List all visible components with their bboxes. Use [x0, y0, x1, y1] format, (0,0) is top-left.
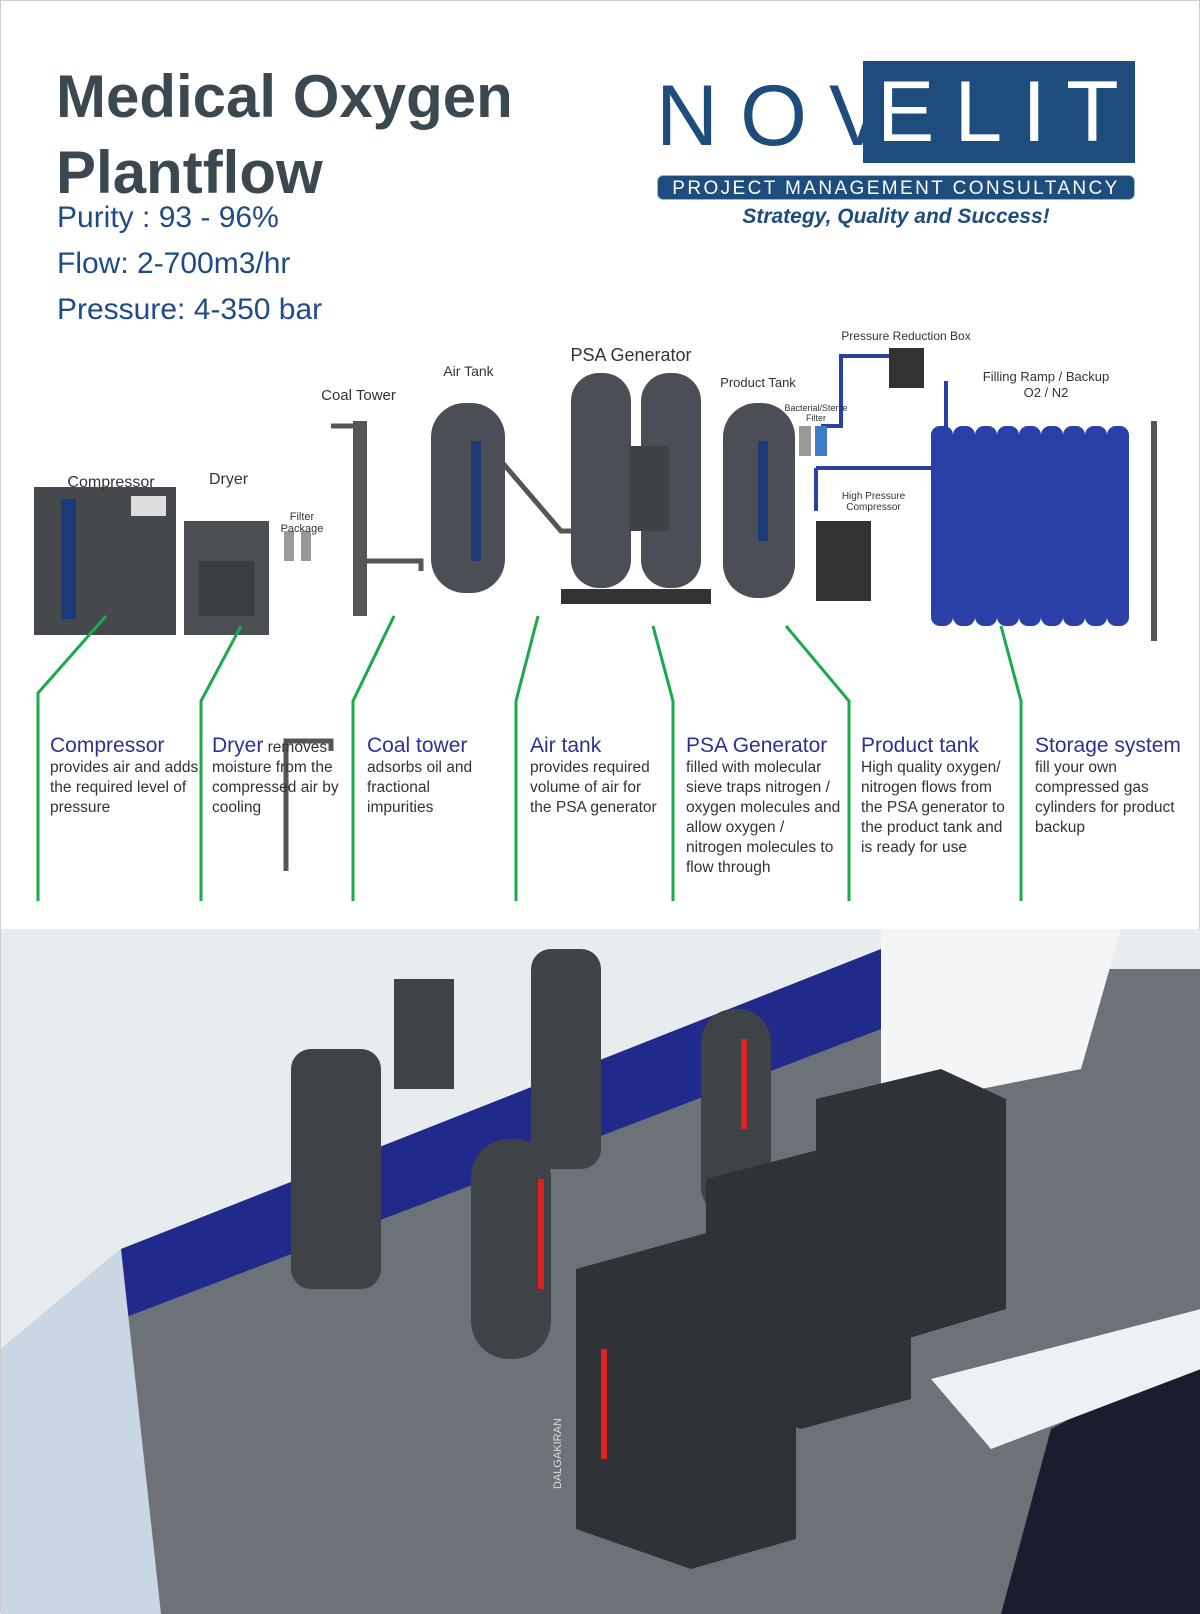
step-text: provides required volume of air for the … — [530, 759, 657, 816]
label-bacterial-filter: Bacterial/Sterile Filter — [784, 403, 848, 423]
step-title: Coal tower — [367, 734, 468, 757]
label-psa-generator: PSA Generator — [570, 345, 692, 365]
label-coal-tower: Coal Tower — [321, 387, 396, 404]
gas-cylinders — [931, 421, 1157, 641]
step-title: Product tank — [861, 734, 979, 757]
pipe — [814, 466, 931, 511]
connector-line — [199, 625, 243, 901]
psa-generator-unit — [561, 373, 711, 604]
step-text: fill your own compressed gas cylinders f… — [1035, 759, 1175, 836]
connector-line — [514, 615, 540, 901]
step-title: Compressor — [50, 734, 165, 757]
pipe — [821, 354, 891, 428]
step-title: Dryer — [212, 734, 264, 757]
connector-line — [351, 615, 396, 901]
render-brand: DALGAKIRAN — [552, 1418, 564, 1489]
connector-line — [36, 615, 108, 901]
step-text: filled with molecular sieve traps nitrog… — [686, 759, 841, 876]
spec-pressure: Pressure: 4-350 bar — [57, 293, 323, 326]
label-air-tank: Air Tank — [443, 363, 494, 379]
step-title: Air tank — [530, 734, 602, 757]
plant-diagram — [34, 348, 1157, 901]
step-title: PSA Generator — [686, 734, 828, 757]
compressor-unit — [34, 487, 176, 635]
connector-line — [651, 625, 675, 901]
connector-line — [784, 625, 851, 901]
step-text: provides air and adds the required level… — [50, 759, 199, 816]
filter-package — [284, 531, 311, 561]
high-pressure-compressor — [816, 521, 871, 601]
air-tank-unit — [431, 403, 505, 593]
label-compressor: Compressor — [67, 474, 155, 491]
coal-tower-unit — [353, 421, 367, 616]
step-text: High quality oxygen/ nitrogen flows from… — [861, 759, 1005, 856]
label-dryer: Dryer — [208, 471, 249, 488]
label-filter-package: Filter Package — [280, 511, 324, 535]
logo-tagline: Strategy, Quality and Success! — [742, 205, 1050, 228]
spec-flow: Flow: 2-700m3/hr — [57, 247, 291, 280]
step-dryer: Dryer removes moisture from the compress… — [212, 734, 342, 818]
dryer-unit — [184, 521, 269, 635]
bacterial-filter — [799, 426, 827, 456]
label-filling-gas: O2 / N2 — [1023, 385, 1069, 400]
label-filling-ramp: Filling Ramp / Backup — [982, 369, 1110, 384]
label-product-tank: Product Tank — [720, 375, 796, 390]
step-text: removes moisture from the compressed air… — [212, 739, 339, 816]
page-title: Medical Oxygen Plantflow — [56, 63, 513, 206]
pipe — [358, 558, 424, 611]
logo-nov: NOV — [656, 68, 909, 164]
label-hp-compressor: High Pressure Compressor — [841, 491, 906, 513]
logo-elite: ELITE — [863, 61, 1196, 163]
plant-render-image: DALGAKIRAN — [1, 929, 1200, 1614]
label-pressure-box: Pressure Reduction Box — [841, 329, 971, 343]
connector-line — [999, 625, 1023, 901]
step-title: Storage system — [1035, 734, 1181, 757]
spec-purity: Purity : 93 - 96% — [57, 201, 279, 234]
pressure-reduction-box — [889, 348, 924, 388]
product-tank-unit — [723, 403, 795, 598]
step-text: adsorbs oil and fractional impurities — [367, 759, 473, 816]
logo-subtitle: PROJECT MANAGEMENT CONSULTANCY — [657, 175, 1135, 200]
